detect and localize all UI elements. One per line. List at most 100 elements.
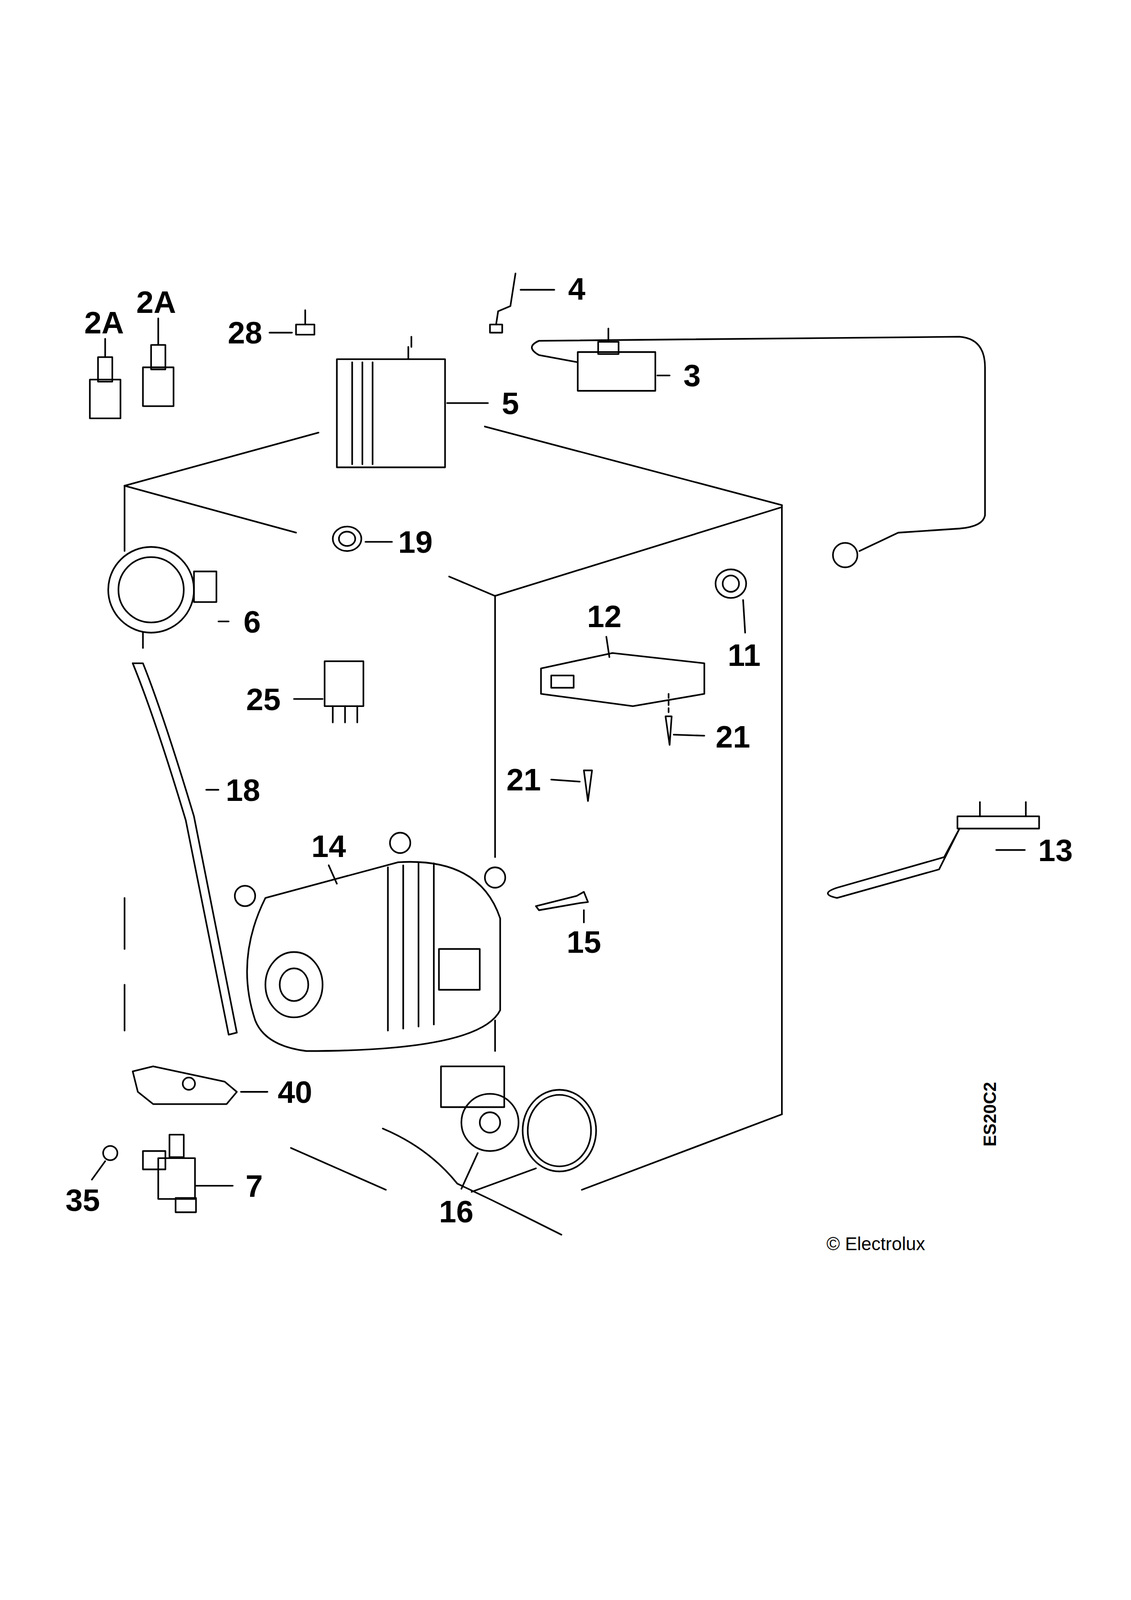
selector-switch xyxy=(98,357,113,382)
bracket-40 xyxy=(182,1078,196,1091)
screw-15 xyxy=(536,891,589,923)
motor-5 xyxy=(351,362,354,465)
callout-number: 40 xyxy=(277,1076,313,1108)
valve-7 xyxy=(142,1151,166,1170)
bearing-11 xyxy=(715,569,746,633)
callout-number: 7 xyxy=(245,1170,263,1202)
bearing-11 xyxy=(722,575,740,593)
selector-switch xyxy=(142,367,174,407)
pump-16 xyxy=(471,1168,537,1193)
cabinet-outline xyxy=(581,1114,782,1191)
callout-number: 21 xyxy=(715,721,751,753)
callout-number: 16 xyxy=(438,1196,474,1228)
motor-5 xyxy=(410,336,413,347)
selector-switch xyxy=(89,379,121,419)
callout-number: 2A xyxy=(136,286,177,318)
relay-25 xyxy=(293,661,364,723)
pump-16 xyxy=(522,1089,597,1172)
cabinet-outline xyxy=(494,1020,496,1052)
callout-number: 6 xyxy=(243,606,261,638)
door-lock-12 xyxy=(541,653,705,707)
motor-5 xyxy=(407,347,410,360)
motor-5 xyxy=(336,336,488,468)
thermostat-3 xyxy=(531,336,986,552)
knob-28 xyxy=(296,324,315,335)
cabinet-outline xyxy=(124,426,782,1190)
bearing-11 xyxy=(715,569,746,599)
cabinet-outline xyxy=(495,507,782,597)
grommet-19 xyxy=(332,526,362,552)
callout-number: 2A xyxy=(84,307,125,339)
ring-35 xyxy=(91,1161,105,1180)
relay-25 xyxy=(324,661,364,707)
motor-14 xyxy=(402,865,405,1029)
thermostat-3 xyxy=(577,352,656,391)
cabinet-outline xyxy=(484,426,782,506)
motor-14 xyxy=(328,865,337,884)
callout-number: 5 xyxy=(501,387,520,419)
motor-14 xyxy=(417,863,420,1027)
selector-switch xyxy=(151,344,166,370)
knob-28 xyxy=(269,310,315,335)
motor-5 xyxy=(447,402,488,405)
pump-16 xyxy=(461,1094,519,1152)
selector-switch xyxy=(157,318,160,345)
motor-5 xyxy=(371,362,374,465)
bracket-40 xyxy=(132,1066,268,1105)
ring-35 xyxy=(91,1146,118,1180)
callout-number: 19 xyxy=(398,526,433,558)
grommet-19 xyxy=(338,531,356,547)
pressure-switch-6 xyxy=(218,620,229,623)
pressure-switch-6 xyxy=(141,632,144,649)
wire-4 xyxy=(495,273,516,325)
motor-5 xyxy=(361,362,364,465)
cabinet-outline xyxy=(123,985,126,1032)
motor-14 xyxy=(246,862,501,1052)
motor-14 xyxy=(438,949,480,991)
pressure-switch-6 xyxy=(108,547,229,648)
motor-14 xyxy=(265,952,323,1018)
callout-number: 13 xyxy=(1038,834,1074,866)
cabinet-outline xyxy=(124,432,319,486)
cabinet-outline xyxy=(124,485,297,533)
wire-4 xyxy=(489,273,555,334)
grommet-19 xyxy=(365,541,392,543)
pump-16 xyxy=(461,1153,478,1189)
pump-16 xyxy=(382,1128,562,1236)
door-lock-12 xyxy=(541,636,705,802)
pressure-switch-6 xyxy=(118,557,184,623)
callout-number: 35 xyxy=(65,1184,100,1216)
heater-13 xyxy=(827,802,1039,898)
bearing-11 xyxy=(743,600,746,634)
cabinet-outline xyxy=(123,485,126,552)
door-lock-12 xyxy=(551,675,574,688)
heater-13 xyxy=(1025,802,1027,817)
relay-25 xyxy=(332,706,334,723)
wire-4 xyxy=(520,289,555,292)
callout-number: 12 xyxy=(587,600,622,632)
motor-14 xyxy=(390,833,411,854)
selector-switch xyxy=(104,338,107,358)
bracket-40 xyxy=(132,1066,237,1105)
heater-13 xyxy=(996,849,1026,852)
pump-16 xyxy=(527,1095,592,1168)
hose-18 xyxy=(206,789,219,792)
thermostat-3 xyxy=(657,375,670,377)
pump-16 xyxy=(382,1066,597,1236)
door-lock-12 xyxy=(673,734,705,736)
pump-16 xyxy=(441,1066,505,1108)
heater-13 xyxy=(827,828,960,899)
knob-28 xyxy=(304,310,307,325)
drawing-code: ES20C2 xyxy=(981,1082,999,1147)
motor-14 xyxy=(234,833,506,1052)
ring-35 xyxy=(103,1146,118,1161)
valve-7 xyxy=(158,1158,196,1199)
cabinet-outline xyxy=(494,596,496,858)
callout-number: 18 xyxy=(225,774,261,806)
callout-number: 25 xyxy=(245,683,281,715)
cabinet-outline xyxy=(123,898,126,950)
hose-18 xyxy=(132,663,237,1035)
heater-13 xyxy=(957,816,1040,829)
knob-28 xyxy=(269,332,292,334)
